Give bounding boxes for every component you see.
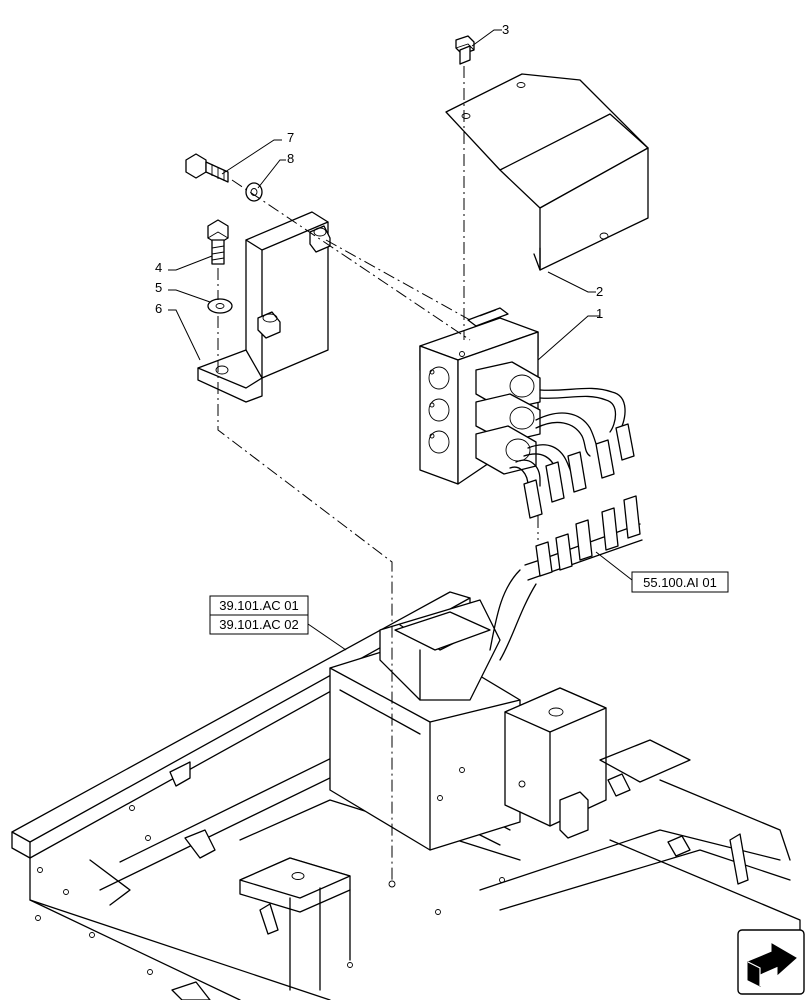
callout-1: 1 <box>537 306 603 361</box>
machine-frame <box>11 591 801 1000</box>
callout-number: 2 <box>596 284 603 299</box>
callout-8: 8 <box>257 151 294 189</box>
next-page-arrow-icon[interactable] <box>737 929 805 995</box>
callout-number: 8 <box>287 151 294 166</box>
washer-5 <box>207 298 233 314</box>
callout-number: 6 <box>155 301 162 316</box>
callout-3: 3 <box>471 22 509 47</box>
solenoid-valve-block <box>419 307 635 519</box>
bolt-3 <box>455 35 475 65</box>
bolt-4 <box>207 219 229 265</box>
callout-4: 4 <box>155 255 213 275</box>
reference-frame-a[interactable]: 39.101.AC 01 <box>209 595 309 616</box>
callout-number: 1 <box>596 306 603 321</box>
callout-number: 4 <box>155 260 162 275</box>
callout-number: 5 <box>155 280 162 295</box>
callout-5: 5 <box>155 280 211 303</box>
reference-label: 55.100.AI 01 <box>643 575 717 590</box>
callout-number: 3 <box>502 22 509 37</box>
valve-cover <box>445 73 649 271</box>
reference-label: 39.101.AC 02 <box>219 617 299 632</box>
reference-label: 39.101.AC 01 <box>219 598 299 613</box>
assembly-lines <box>217 66 539 880</box>
bracket <box>197 211 331 403</box>
reference-harness[interactable]: 55.100.AI 01 <box>595 551 729 593</box>
callout-6: 6 <box>155 301 201 361</box>
harness-connectors <box>489 495 643 661</box>
callout-number: 7 <box>287 130 294 145</box>
callout-2: 2 <box>547 271 603 299</box>
callout-7: 7 <box>221 130 294 175</box>
bolt-7 <box>185 153 229 183</box>
reference-frame-b[interactable]: 39.101.AC 02 <box>209 614 347 651</box>
